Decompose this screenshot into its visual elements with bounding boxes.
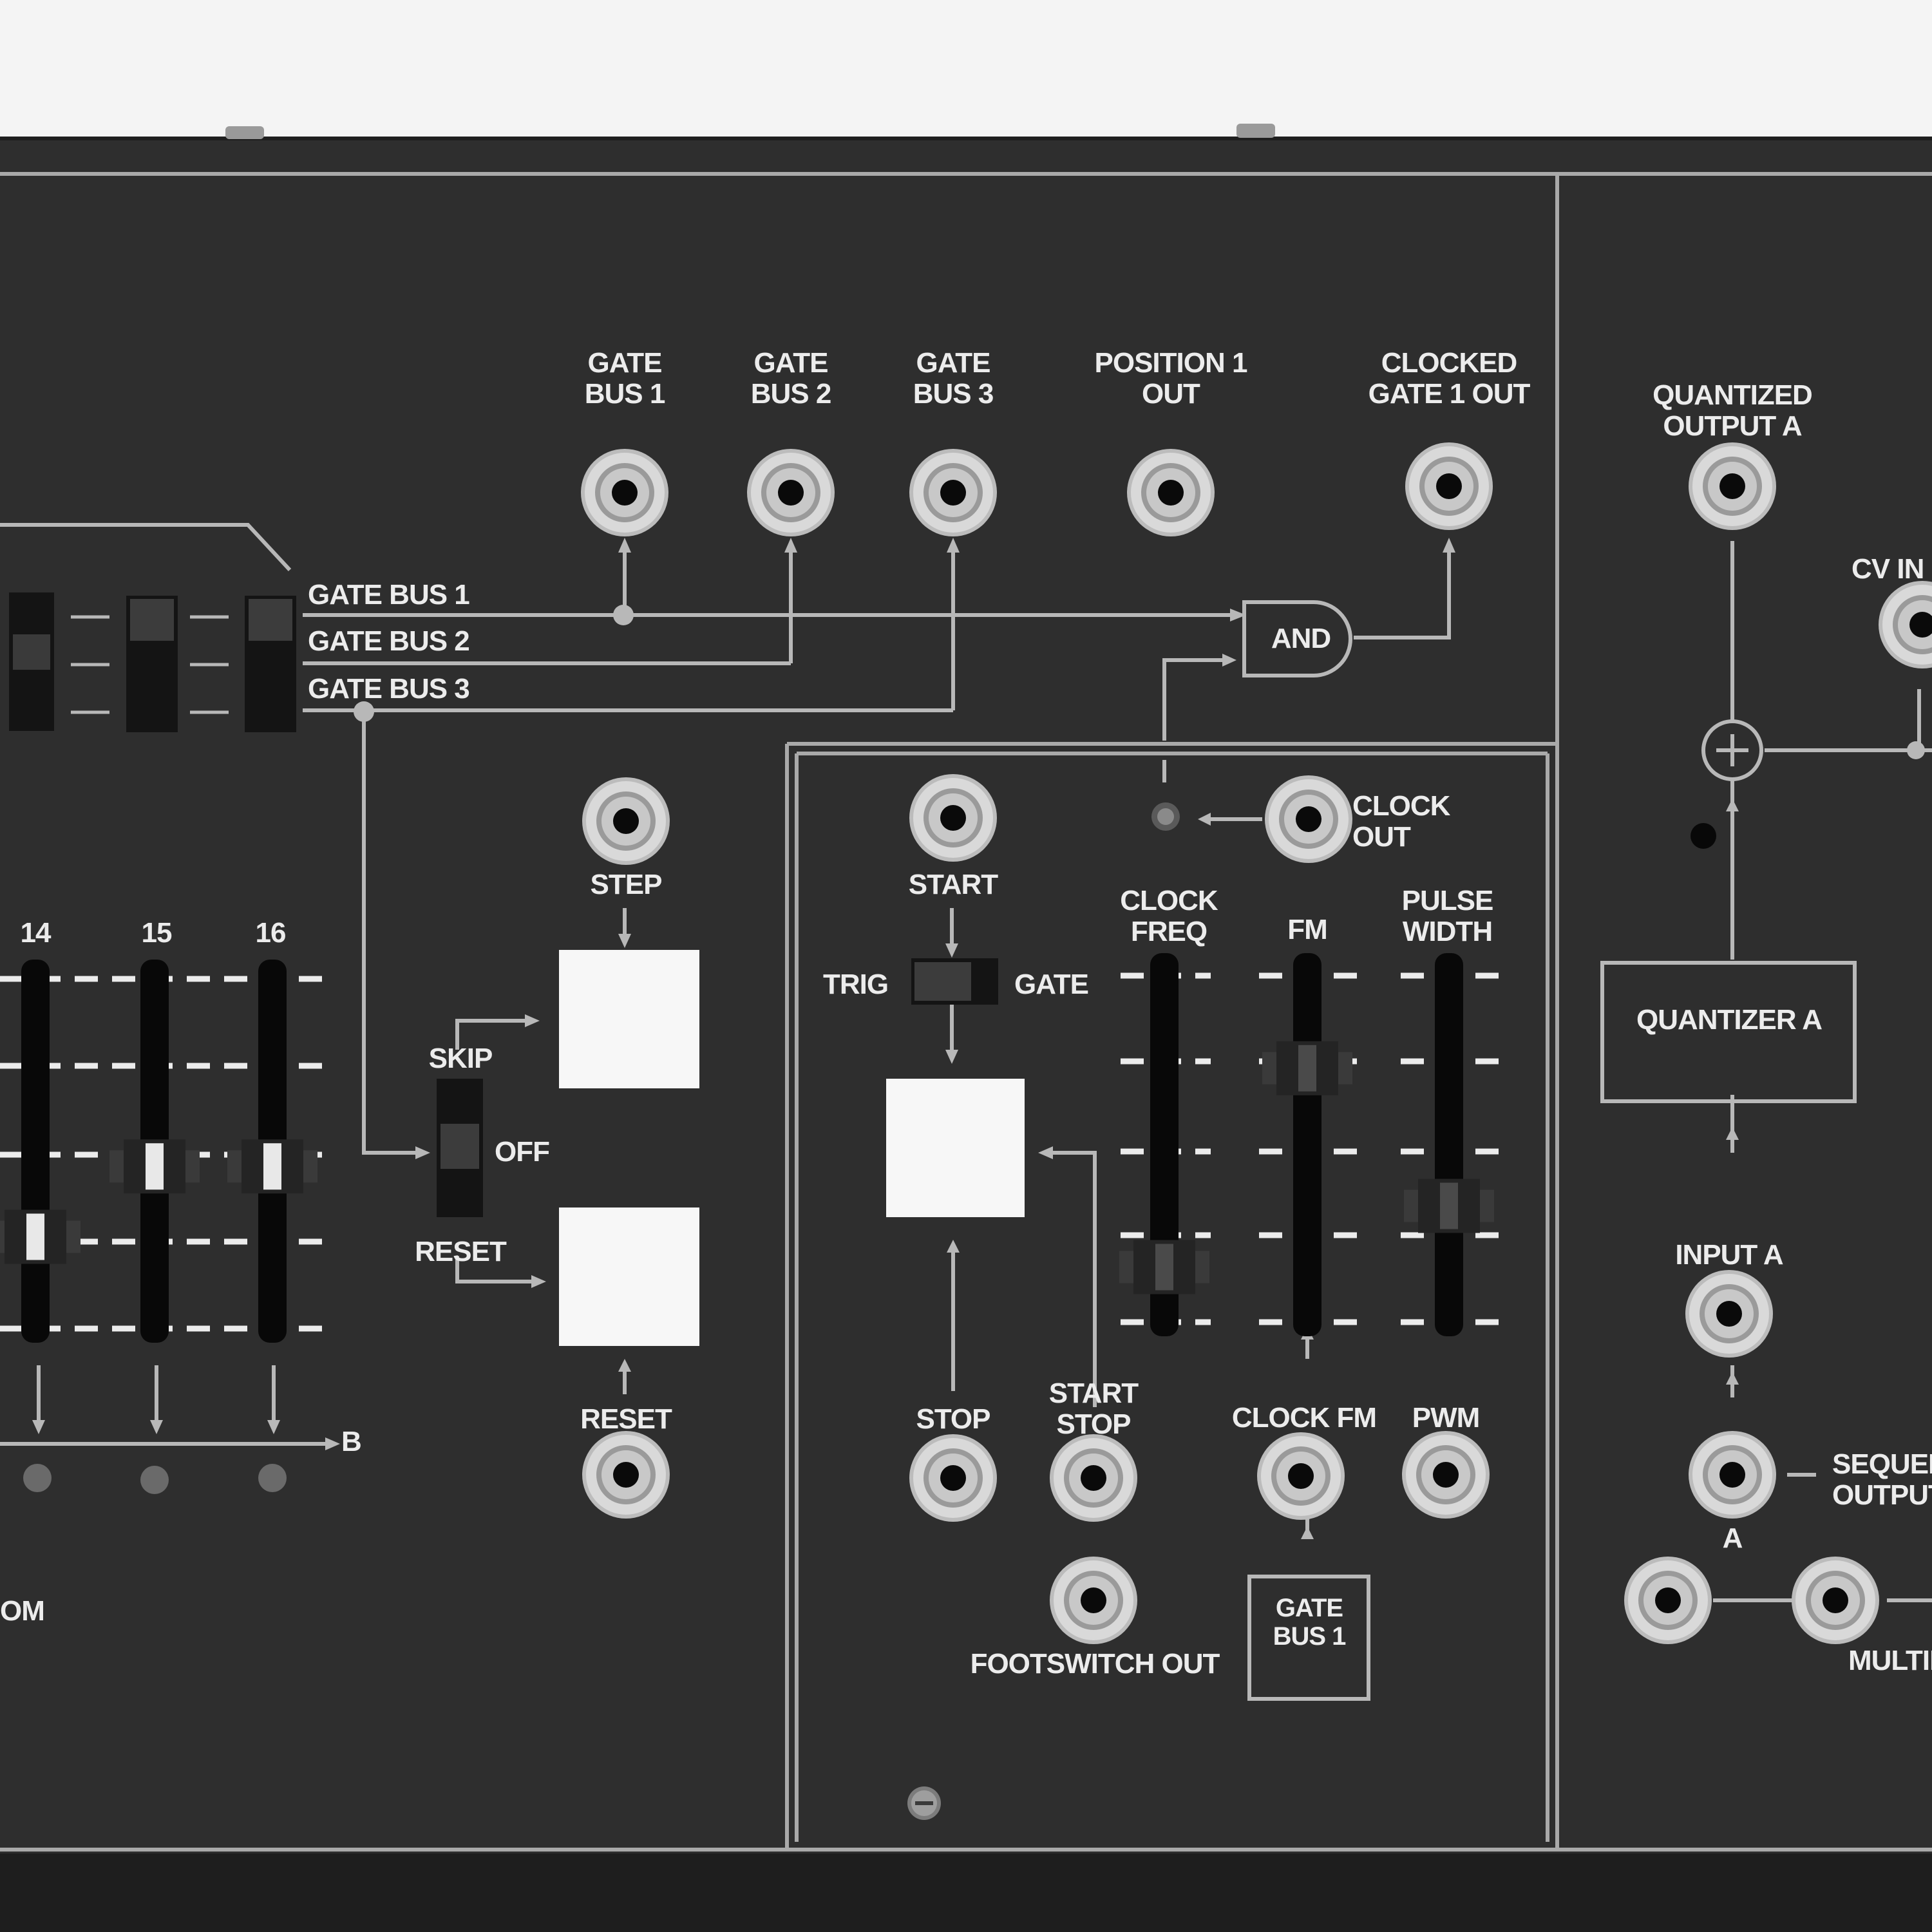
gate-bus-2-jack-label: GATE BUS 2 bbox=[750, 347, 832, 410]
clock-out-label: CLOCK OUT bbox=[1352, 790, 1450, 853]
clock-freq-slider[interactable] bbox=[1119, 953, 1209, 1336]
trig-label: TRIG bbox=[823, 969, 889, 1000]
step-14-led bbox=[23, 1464, 52, 1492]
quantizer-a-label: QUANTIZER A bbox=[1636, 1004, 1823, 1036]
clocked-gate-1-out-jack[interactable] bbox=[1405, 442, 1493, 530]
clocked-gate-1-out-label: CLOCKED GATE 1 OUT bbox=[1368, 347, 1531, 410]
bus-b-label: B bbox=[341, 1426, 362, 1457]
switch-ticks bbox=[71, 615, 229, 714]
footswitch-out-jack[interactable] bbox=[1050, 1557, 1137, 1644]
gate-bus-3-jack-label: GATE BUS 3 bbox=[913, 347, 994, 410]
bus-switches bbox=[9, 592, 296, 732]
step-15-number: 15 bbox=[141, 917, 173, 949]
clock-out-jack[interactable] bbox=[1265, 775, 1352, 863]
multiple-label: MULTIPLE bbox=[1848, 1645, 1932, 1676]
skip-label: SKIP bbox=[428, 1043, 493, 1074]
and-gate-symbol bbox=[1242, 600, 1352, 677]
gate-bus-1-box bbox=[1247, 1575, 1370, 1701]
start-jack[interactable] bbox=[909, 774, 997, 862]
quantized-output-a-label: QUANTIZED OUTPUT A bbox=[1653, 379, 1813, 442]
position-1-out-label: POSITION 1 OUT bbox=[1094, 347, 1248, 410]
gate-bus-1-jack-label: GATE BUS 1 bbox=[584, 347, 666, 410]
clock-fm-jack[interactable] bbox=[1257, 1432, 1345, 1520]
reset-switch-label: RESET bbox=[415, 1236, 507, 1267]
gate-bus-1-box-label: GATE BUS 1 bbox=[1273, 1594, 1347, 1651]
step-jack[interactable] bbox=[582, 777, 670, 865]
start-stop-jack[interactable] bbox=[1050, 1434, 1137, 1522]
quantizer-a-box bbox=[1600, 961, 1857, 1103]
quantized-output-a-jack[interactable] bbox=[1689, 442, 1776, 530]
step-15-led bbox=[140, 1466, 169, 1494]
step-16-slider[interactable] bbox=[227, 960, 317, 1343]
partial-label: OM bbox=[0, 1595, 45, 1627]
start-label: START bbox=[908, 869, 998, 900]
step-15-slider[interactable] bbox=[109, 960, 200, 1343]
step-14-number: 14 bbox=[20, 917, 52, 949]
step-16-number: 16 bbox=[255, 917, 287, 949]
panel-screw bbox=[907, 1786, 941, 1820]
gate-bus-2-jack[interactable] bbox=[747, 449, 835, 536]
off-label: OFF bbox=[495, 1136, 550, 1168]
bus-1-label: GATE BUS 1 bbox=[308, 579, 470, 611]
reset-button[interactable] bbox=[559, 1208, 699, 1346]
and-gate-label: AND bbox=[1271, 623, 1331, 654]
position-1-out-jack[interactable] bbox=[1127, 449, 1215, 536]
cv-in-label: CV IN bbox=[1852, 553, 1924, 585]
clock-freq-label: CLOCK FREQ bbox=[1120, 885, 1218, 947]
stop-jack[interactable] bbox=[909, 1434, 997, 1522]
multiple-jack-2[interactable] bbox=[1792, 1557, 1879, 1644]
sequencer-output-label: SEQUENCER OUTPUT bbox=[1832, 1448, 1932, 1511]
pulse-width-slider[interactable] bbox=[1404, 953, 1494, 1336]
input-a-label: INPUT A bbox=[1675, 1239, 1783, 1271]
start-stop-button[interactable] bbox=[886, 1079, 1025, 1217]
gate-bus-1-jack[interactable] bbox=[581, 449, 668, 536]
sequencer-output-a-label: A bbox=[1722, 1522, 1743, 1554]
reset-jack[interactable] bbox=[582, 1431, 670, 1519]
quantizer-led bbox=[1690, 823, 1716, 849]
pwm-label: PWM bbox=[1412, 1402, 1481, 1434]
reset-jack-label: RESET bbox=[580, 1403, 672, 1435]
gate-label: GATE bbox=[1014, 969, 1089, 1000]
input-a-jack[interactable] bbox=[1685, 1270, 1773, 1358]
step-16-led bbox=[258, 1464, 287, 1492]
sliders[interactable] bbox=[0, 953, 1494, 1343]
step-14-slider[interactable] bbox=[0, 960, 80, 1343]
pwm-jack[interactable] bbox=[1402, 1431, 1490, 1519]
fm-slider[interactable] bbox=[1262, 953, 1352, 1336]
start-stop-label: START STOP bbox=[1048, 1378, 1139, 1440]
pulse-width-label: PULSE WIDTH bbox=[1401, 885, 1494, 947]
gate-bus-3-jack[interactable] bbox=[909, 449, 997, 536]
sequencer-output-a-jack[interactable] bbox=[1689, 1431, 1776, 1519]
summing-node-symbol bbox=[1701, 719, 1763, 781]
step-button[interactable] bbox=[559, 950, 699, 1088]
stop-label: STOP bbox=[916, 1403, 990, 1435]
multiple-jack-1[interactable] bbox=[1624, 1557, 1712, 1644]
step-label: STEP bbox=[590, 869, 663, 900]
fm-label: FM bbox=[1287, 914, 1328, 945]
bus-2-label: GATE BUS 2 bbox=[308, 625, 470, 657]
clock-fm-label: CLOCK FM bbox=[1231, 1402, 1377, 1434]
footswitch-out-label: FOOTSWITCH OUT bbox=[970, 1648, 1220, 1680]
bus-3-label: GATE BUS 3 bbox=[308, 673, 470, 705]
